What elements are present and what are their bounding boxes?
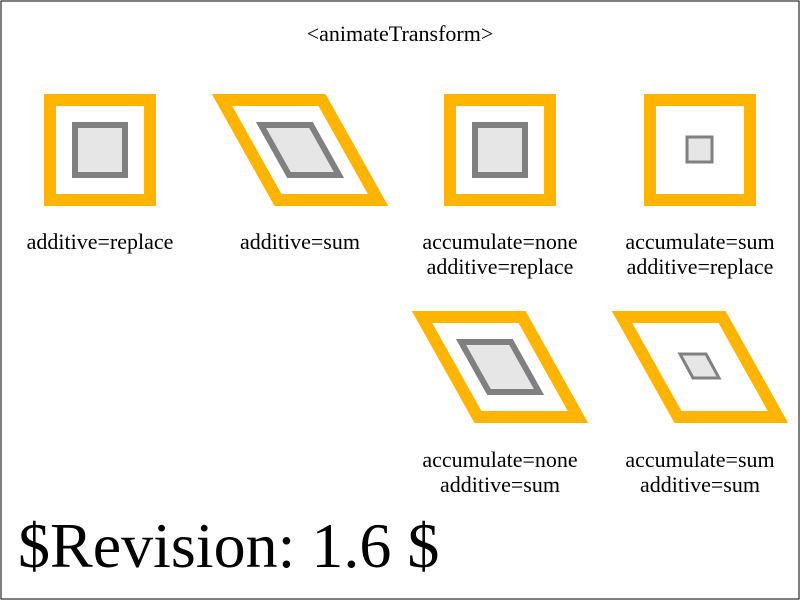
page-title: <animateTransform> <box>307 21 494 46</box>
inner-shape <box>472 122 528 178</box>
outer-frame <box>444 94 556 206</box>
cell-additive-replace: additive=replace <box>27 94 174 254</box>
cell-label-line-1: accumulate=sum <box>625 447 774 472</box>
cell-additive-sum: additive=sum <box>211 94 389 254</box>
cell-accumulate-none-additive-sum: accumulate=none additive=sum <box>411 311 589 497</box>
outer-frame <box>211 94 389 206</box>
cell-accumulate-sum-additive-replace: accumulate=sum additive=replace <box>625 94 775 279</box>
cell-label-line-1: accumulate=sum <box>625 229 774 254</box>
outer-frame <box>411 311 589 423</box>
revision-label: $Revision: 1.6 $ <box>18 510 439 581</box>
inner-shape <box>255 122 345 178</box>
cell-label-line-1: accumulate=none <box>422 229 577 254</box>
cell-label-line-1: accumulate=none <box>422 447 577 472</box>
inner-shape <box>677 352 722 380</box>
cell-label-line-1: additive=sum <box>240 229 360 254</box>
cell-label-line-2: additive=replace <box>427 254 574 279</box>
cell-label-line-2: additive=sum <box>640 472 760 497</box>
cell-label-line-2: additive=replace <box>627 254 774 279</box>
cell-accumulate-sum-additive-sum: accumulate=sum additive=sum <box>611 311 789 497</box>
outer-frame <box>644 94 756 206</box>
inner-shape <box>455 339 545 395</box>
inner-shape <box>685 135 714 164</box>
inner-shape <box>72 122 128 178</box>
cell-accumulate-none-additive-replace: accumulate=none additive=replace <box>422 94 578 279</box>
cell-label-line-2: additive=sum <box>440 472 560 497</box>
outer-frame <box>611 311 789 423</box>
cell-label-line-1: additive=replace <box>27 229 174 254</box>
outer-frame <box>44 94 156 206</box>
